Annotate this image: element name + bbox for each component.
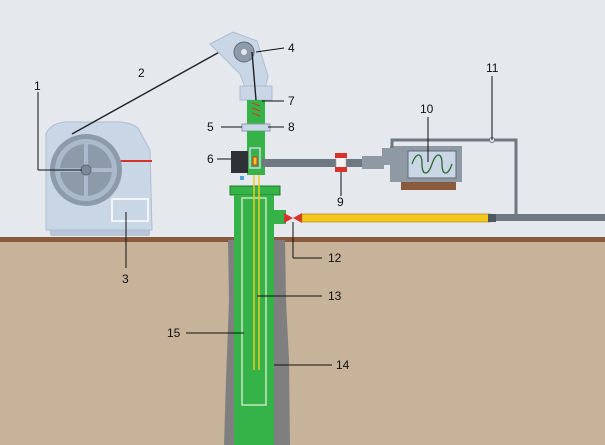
sheave-pulley-icon [233,41,255,63]
flange-5-8 [241,123,271,132]
side-box-6 [231,151,248,173]
label-10: 10 [420,102,434,116]
line-connector [488,214,496,222]
label-11: 11 [486,61,499,75]
cable-into-well [251,51,257,101]
number-labels: 1 2 3 4 5 6 7 8 9 10 11 12 13 14 15 [34,41,499,372]
label-9: 9 [337,195,344,209]
pump-unit [362,146,462,190]
valve-icon [284,213,302,223]
sheave-assembly [209,31,273,101]
well-casing [234,175,286,445]
outlet-line [496,214,605,221]
winch-panel [111,198,149,222]
side-box-tab [240,176,244,180]
label-4: 4 [288,41,295,55]
yellow-flow-line [301,213,491,223]
wellhead-flange [229,185,281,196]
cable-winch-to-sheave [71,44,233,135]
label-15: 15 [167,326,181,340]
label-13: 13 [328,289,342,303]
inline-sensor-top [335,153,347,158]
label-3: 3 [122,272,129,286]
label-7: 7 [288,94,295,108]
winch-unit [45,121,153,236]
label-8: 8 [288,120,295,134]
ground [0,240,605,445]
inline-sensor-bottom [335,167,347,172]
label-14: 14 [336,358,350,372]
spring-element [251,102,261,117]
return-line [390,138,518,214]
pump-coil-icon [411,154,453,174]
leader-lines [37,47,493,366]
ground-surface-line [0,237,605,242]
side-outlet [274,210,286,224]
lubricator-window [249,147,261,169]
tool-string-marker [252,156,258,166]
label-5: 5 [207,120,214,134]
pump-skid [401,181,456,190]
label-6: 6 [207,152,214,166]
label-1: 1 [34,79,41,93]
label-2: 2 [138,66,145,80]
supply-pipe [262,159,382,167]
pump-inlet-block [362,156,384,169]
label-12: 12 [328,251,342,265]
